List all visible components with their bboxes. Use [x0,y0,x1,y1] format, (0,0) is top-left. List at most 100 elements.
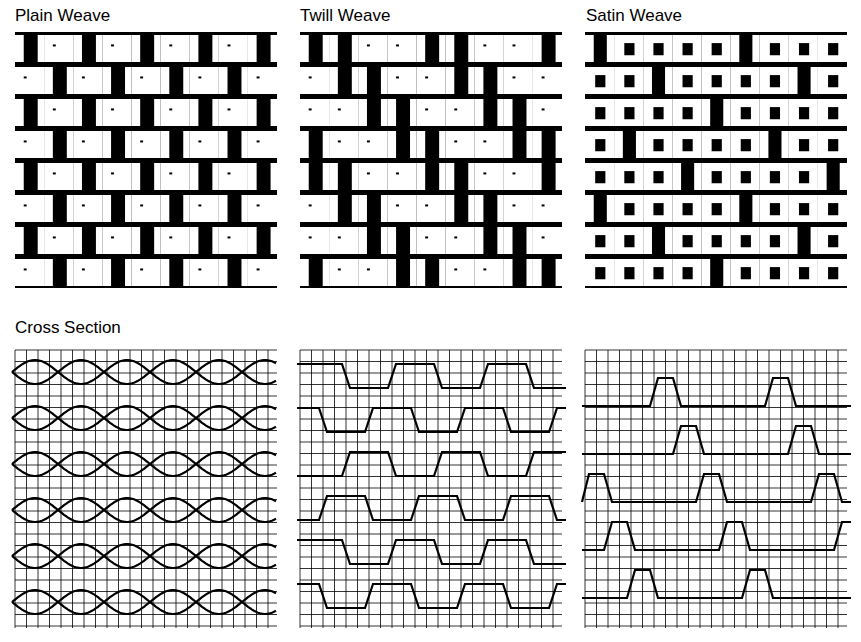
weft-float [760,99,789,126]
weft-float [504,163,533,190]
weft-gap [329,35,338,62]
weft-float [219,163,248,190]
weft-gap [468,195,474,222]
warp-point [683,139,693,151]
cross-section [585,350,847,628]
yarn-path [582,522,851,550]
weft-gap [752,195,759,222]
weft-gap [475,195,484,222]
weft-gap [161,259,170,286]
weft-dash [454,268,457,270]
weft-gap [701,259,710,286]
weft-gap [410,227,416,254]
weft-gap [381,99,387,126]
weft-gap [183,131,189,158]
weave-ground [15,32,277,288]
yarn-path [582,474,851,502]
weft-gap [352,163,358,190]
weft-dash [53,172,56,174]
weft-float [161,227,190,254]
weft-gap [789,227,798,254]
weave-pattern [300,32,562,288]
weft-gap [556,163,562,190]
weft-gap [271,99,277,126]
weft-gap [44,259,53,286]
weft-dash [309,76,312,78]
weft-dash [396,76,399,78]
weft-gap [154,99,160,126]
weft-float [672,35,701,62]
weft-dash [111,172,114,174]
weft-float [475,163,504,190]
weft-float [818,35,847,62]
weft-gap [468,163,474,190]
weft-gap [102,131,111,158]
warp-point [799,203,809,215]
weft-gap [381,195,387,222]
weft-dash [82,140,85,142]
weft-float [731,227,760,254]
weft-gap [840,163,847,190]
weft-gap [248,99,257,126]
weft-gap [96,163,102,190]
weft-float [73,259,102,286]
yarn-path [582,570,851,598]
weft-float [701,227,730,254]
weft-gap [300,163,309,190]
weft-dash [396,204,399,206]
weft-dash [338,236,341,238]
weft-gap [439,259,445,286]
weft-float [760,195,789,222]
plain-yarns [12,360,276,614]
weft-gap [811,227,818,254]
weft-gap [723,99,730,126]
weft-float [416,227,445,254]
weft-float [731,131,760,158]
weft-gap [585,195,594,222]
weft-gap [731,35,740,62]
weft-gap [782,131,789,158]
weft-gap [526,131,532,158]
weft-float [643,259,672,286]
weft-gap [358,195,367,222]
weft-float [387,35,416,62]
warp-point [770,203,780,215]
weft-gap [387,259,396,286]
weft-float [818,259,847,286]
warp-point [741,171,751,183]
weft-dash [542,204,545,206]
weft-gap [190,35,199,62]
cross-section [300,350,562,628]
cross-section [15,350,277,628]
weft-float [190,67,219,94]
weft-gap [643,67,652,94]
weft-dash [483,268,486,270]
weft-gap [329,67,338,94]
weft-gap [212,35,218,62]
weft-dash [396,172,399,174]
warp-point [799,171,809,183]
weft-float [446,131,475,158]
weft-gap [636,131,643,158]
weft-dash [367,172,370,174]
weft-dash [198,76,201,78]
warp-point [799,267,809,279]
weft-float [358,131,387,158]
weft-float [672,99,701,126]
weft-gap [73,227,82,254]
warp-point [683,267,693,279]
weft-gap [219,259,228,286]
weft-float [585,259,614,286]
weft-float [416,67,445,94]
weft-gap [475,227,484,254]
weft-float [15,259,44,286]
weft-gap [731,195,740,222]
weft-gap [241,195,247,222]
warp-point [828,235,838,247]
weft-gap [15,163,24,190]
weft-float [73,67,102,94]
weft-gap [300,35,309,62]
weft-float [585,131,614,158]
weft-gap [183,195,189,222]
weft-gap [701,99,710,126]
